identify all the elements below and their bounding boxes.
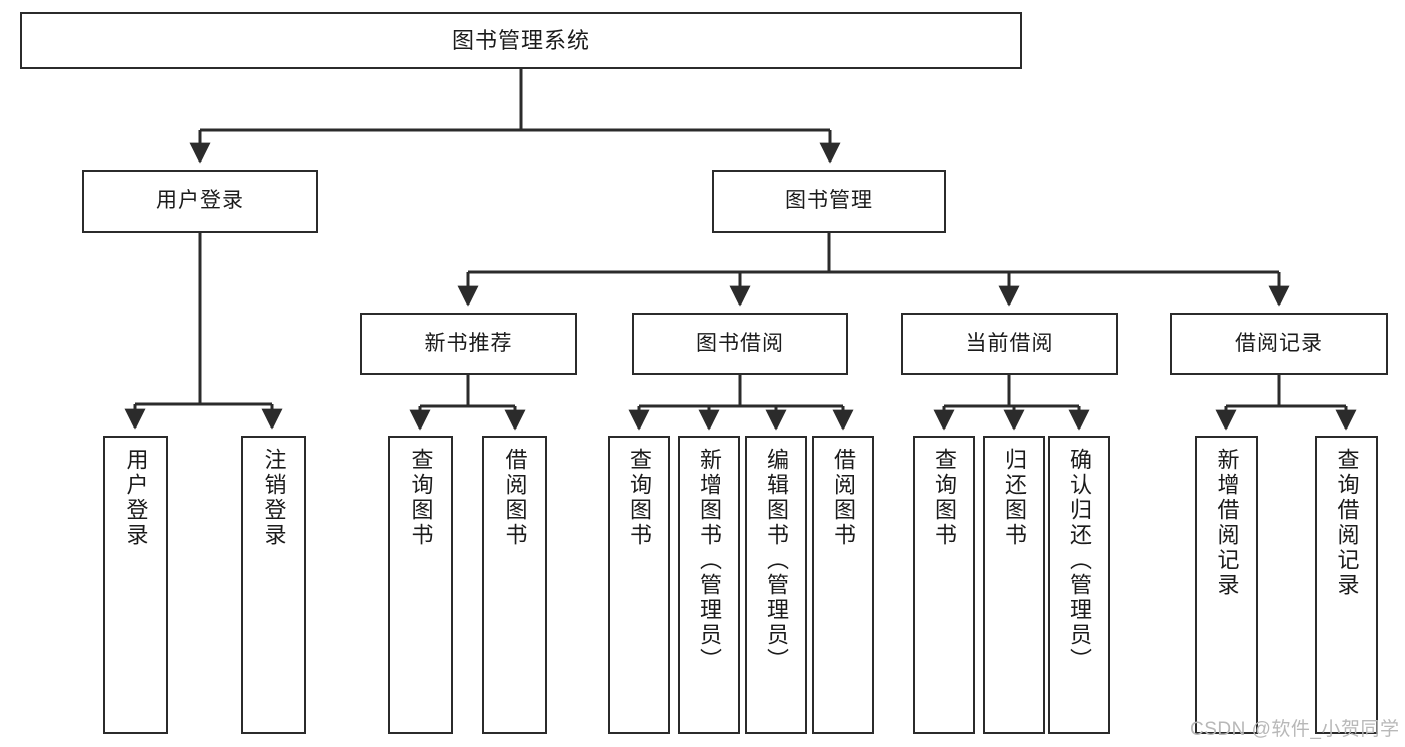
leaf-query-record-label: 查询借阅记录 bbox=[1334, 448, 1360, 598]
leaf-borrow-book-1[interactable]: 借阅图书 bbox=[482, 436, 547, 734]
leaf-user-login[interactable]: 用户登录 bbox=[103, 436, 168, 734]
leaf-query-book-2-label: 查询图书 bbox=[627, 448, 652, 548]
leaf-return-book-label: 归还图书 bbox=[1002, 448, 1027, 548]
node-root-label: 图书管理系统 bbox=[451, 27, 590, 53]
leaf-confirm-return[interactable]: 确认归还（管理员） bbox=[1048, 436, 1110, 734]
node-borrow-record[interactable]: 借阅记录 bbox=[1170, 313, 1388, 375]
leaf-query-book-3-label: 查询图书 bbox=[932, 448, 957, 548]
leaf-add-book[interactable]: 新增图书（管理员） bbox=[678, 436, 740, 734]
leaf-query-book-1-label: 查询图书 bbox=[408, 448, 434, 548]
leaf-logout-label: 注销登录 bbox=[261, 448, 287, 548]
leaf-logout[interactable]: 注销登录 bbox=[241, 436, 306, 734]
node-borrow-record-label: 借阅记录 bbox=[1235, 331, 1323, 355]
leaf-add-record[interactable]: 新增借阅记录 bbox=[1195, 436, 1258, 734]
leaf-confirm-return-label: 确认归还（管理员） bbox=[1067, 448, 1092, 673]
node-root[interactable]: 图书管理系统 bbox=[20, 12, 1022, 69]
leaf-add-book-label: 新增图书（管理员） bbox=[697, 448, 722, 673]
leaf-borrow-book-2[interactable]: 借阅图书 bbox=[812, 436, 874, 734]
leaf-add-record-label: 新增借阅记录 bbox=[1214, 448, 1240, 598]
node-new-book-recommend[interactable]: 新书推荐 bbox=[360, 313, 577, 375]
leaf-edit-book[interactable]: 编辑图书（管理员） bbox=[745, 436, 807, 734]
leaf-query-record[interactable]: 查询借阅记录 bbox=[1315, 436, 1378, 734]
leaf-query-book-1[interactable]: 查询图书 bbox=[388, 436, 453, 734]
node-user-login-label: 用户登录 bbox=[156, 189, 244, 213]
node-new-book-recommend-label: 新书推荐 bbox=[424, 331, 513, 355]
node-current-borrow[interactable]: 当前借阅 bbox=[901, 313, 1118, 375]
node-user-login[interactable]: 用户登录 bbox=[82, 170, 318, 233]
leaf-edit-book-label: 编辑图书（管理员） bbox=[764, 448, 789, 673]
csdn-watermark: CSDN @软件_小贺同学 bbox=[1190, 719, 1400, 740]
leaf-borrow-book-1-label: 借阅图书 bbox=[502, 448, 528, 548]
leaf-query-book-2[interactable]: 查询图书 bbox=[608, 436, 670, 734]
leaf-borrow-book-2-label: 借阅图书 bbox=[831, 448, 856, 548]
leaf-query-book-3[interactable]: 查询图书 bbox=[913, 436, 975, 734]
node-book-borrow[interactable]: 图书借阅 bbox=[632, 313, 848, 375]
node-book-manage-label: 图书管理 bbox=[785, 189, 873, 213]
node-book-manage[interactable]: 图书管理 bbox=[712, 170, 946, 233]
node-book-borrow-label: 图书借阅 bbox=[696, 331, 784, 355]
leaf-user-login-label: 用户登录 bbox=[123, 448, 149, 548]
leaf-return-book[interactable]: 归还图书 bbox=[983, 436, 1045, 734]
node-current-borrow-label: 当前借阅 bbox=[965, 331, 1054, 355]
